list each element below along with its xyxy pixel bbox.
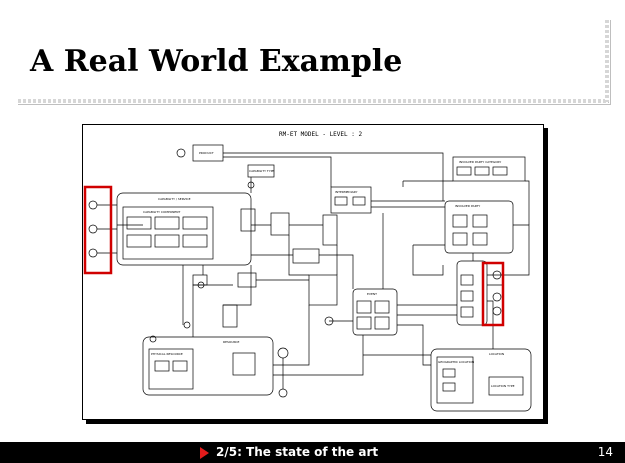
right-circle-3 (492, 270, 502, 280)
play-icon (200, 447, 209, 459)
svg-text:GEOGRAPHIC LOCATION: GEOGRAPHIC LOCATION (438, 360, 474, 364)
intermediary-box (330, 186, 372, 214)
left-circle-1 (88, 200, 98, 210)
involved-party-box (444, 200, 514, 254)
location-type-box (488, 376, 524, 396)
svg-text:PHYSICAL RESOURCE: PHYSICAL RESOURCE (151, 352, 183, 356)
involved-party-category-box (452, 156, 526, 182)
data-model-diagram: RM-ET MODEL - LEVEL : 2 PRODUCT CAPABILI… (82, 124, 544, 420)
svg-text:INVOLVED PARTY: INVOLVED PARTY (455, 204, 480, 208)
event-box (352, 288, 398, 336)
svg-text:CAPABILITY TYPE: CAPABILITY TYPE (249, 169, 274, 173)
footer-bar: 2/5: The state of the art 14 (0, 442, 625, 463)
svg-text:CAPABILITY COMPONENT: CAPABILITY COMPONENT (143, 210, 181, 214)
slide-title: A Real World Example (30, 44, 403, 79)
svg-text:CAPABILITY / SERVICE: CAPABILITY / SERVICE (158, 197, 191, 201)
product-label: PRODUCT (199, 151, 214, 155)
resource-box (142, 336, 274, 396)
location-box (430, 348, 532, 412)
svg-text:LOCATION TYPE: LOCATION TYPE (491, 384, 515, 388)
page-number: 14 (597, 445, 613, 459)
highlight-left (83, 185, 113, 275)
diagram-svg: RM-ET MODEL - LEVEL : 2 PRODUCT CAPABILI… (83, 131, 532, 412)
capability-components-box (122, 206, 214, 260)
capability-type-box (247, 164, 275, 178)
diagram-title: RM-ET MODEL - LEVEL : 2 (279, 131, 362, 138)
highlight-right (481, 261, 505, 327)
svg-text:LOCATION: LOCATION (489, 352, 504, 356)
svg-text:RESOURCE: RESOURCE (223, 340, 239, 344)
right-circle-1 (492, 292, 502, 302)
title-box (18, 20, 611, 105)
left-circle-3 (88, 248, 98, 258)
geographic-location-box (436, 356, 474, 404)
section-label: 2/5: The state of the art (216, 445, 379, 459)
physical-resource-box (148, 348, 194, 390)
left-circle-2 (88, 224, 98, 234)
right-circle-2 (492, 306, 502, 316)
svg-text:INTERMEDIARY: INTERMEDIARY (335, 190, 358, 194)
svg-text:INVOLVED PARTY CATEGORY: INVOLVED PARTY CATEGORY (459, 160, 501, 164)
svg-text:EVENT: EVENT (367, 292, 377, 296)
